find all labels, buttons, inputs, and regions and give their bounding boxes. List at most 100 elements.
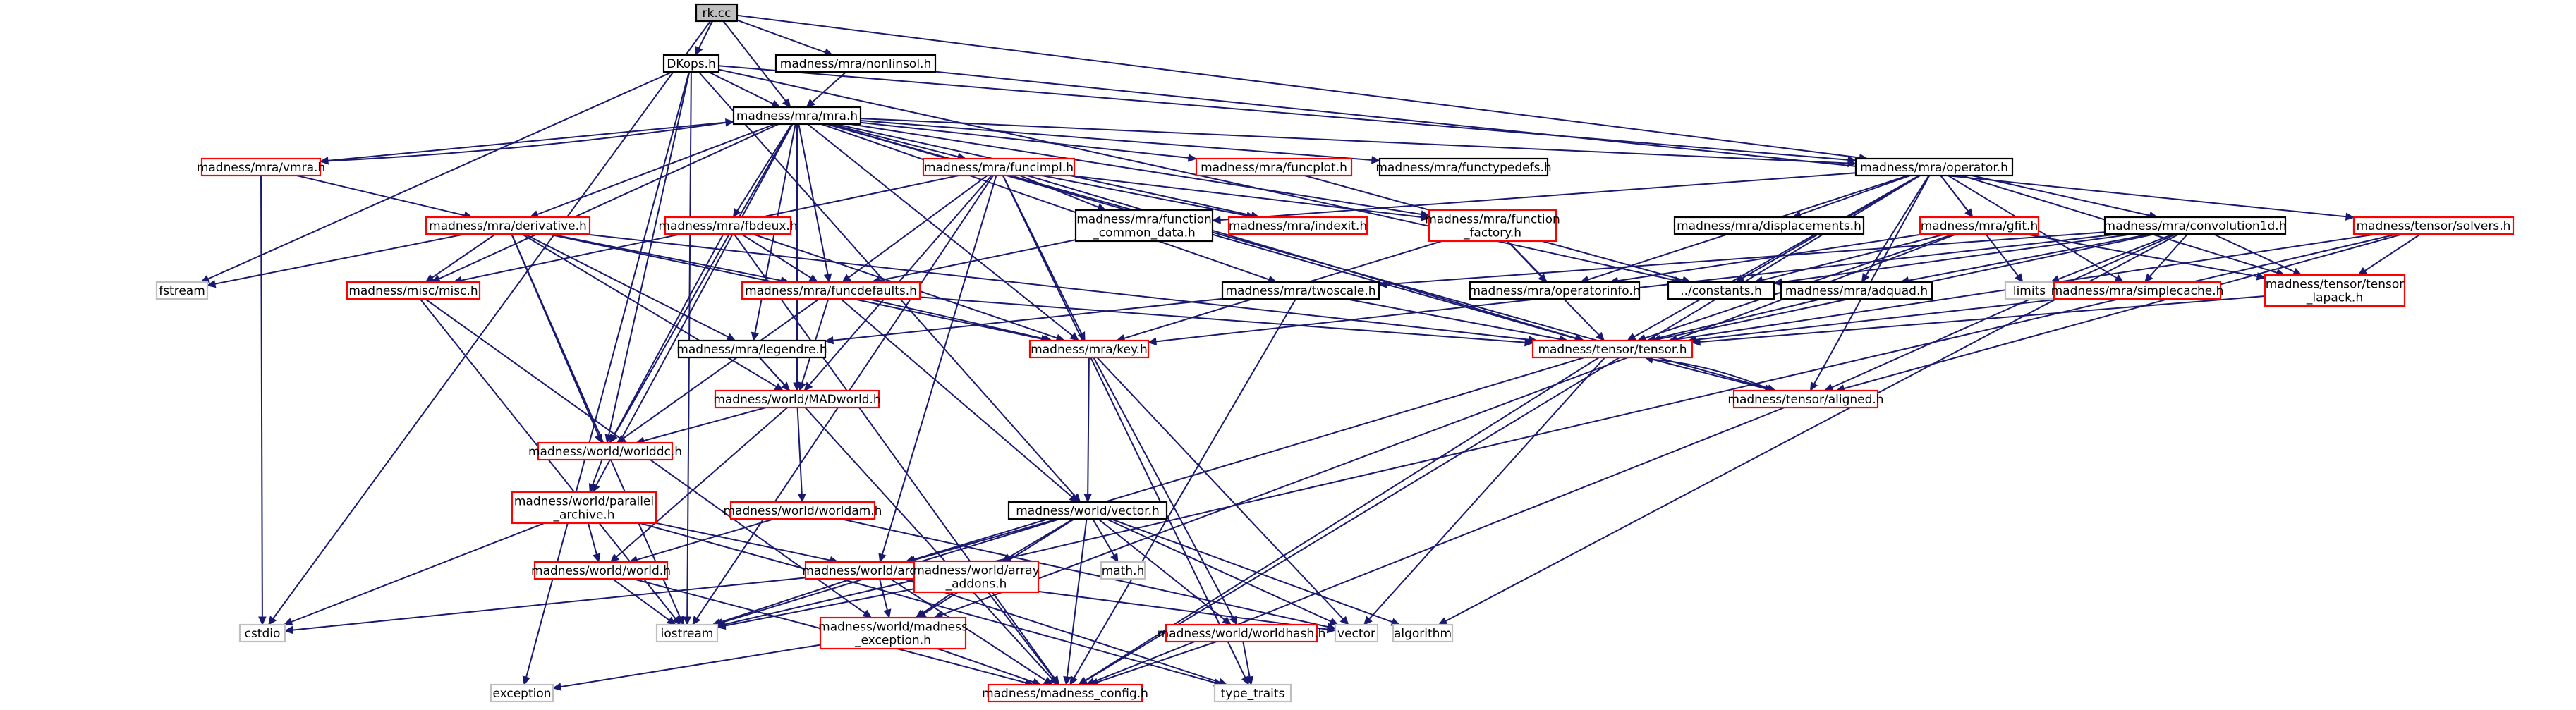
node-worldam[interactable]: madness/world/worldam.h xyxy=(724,501,882,520)
node-indexit[interactable]: madness/mra/indexit.h xyxy=(1227,216,1368,235)
node-label: madness/mra/simplecache.h xyxy=(2051,284,2224,298)
edge-mra-to-funcimpl xyxy=(830,123,967,161)
node-solvers[interactable]: madness/tensor/solvers.h xyxy=(2352,216,2515,235)
edge-conv1d-to-tensorlapack xyxy=(2213,233,2302,276)
node-label: madness/mra/vmra.h xyxy=(197,161,325,175)
edge-archive-to-cstdio xyxy=(284,577,806,635)
node-label: math.h xyxy=(1102,564,1145,578)
node-label: madness/mra/mra.h xyxy=(736,109,858,123)
edge-operator-to-funccommon xyxy=(1211,172,1857,224)
node-label: exception xyxy=(492,687,551,701)
node-funcfactory[interactable]: madness/mra/function_factory.h xyxy=(1425,209,1560,243)
edge-rk-to-mra xyxy=(722,20,791,108)
edge-conv1d-to-simplecache xyxy=(2144,233,2189,283)
edge-funcdefaults-to-vector xyxy=(840,298,1079,503)
edge-mra-to-funcplot xyxy=(860,121,1198,162)
node-label: _common_data.h xyxy=(1092,226,1196,240)
node-label: madness/world/world.h xyxy=(531,564,671,578)
node-config[interactable]: madness/madness_config.h xyxy=(982,683,1148,703)
node-label: madness/mra/adquad.h xyxy=(1785,284,1928,298)
edge-tensor-to-aligned xyxy=(1645,357,1774,393)
edge-dkops-to-exception xyxy=(522,71,690,686)
node-derivative[interactable]: madness/mra/derivative.h xyxy=(425,216,591,235)
node-label: madness/world/MADworld.h xyxy=(713,393,880,407)
node-functypedefs: madness/mra/functypedefs.h xyxy=(1375,157,1552,177)
edge-mra-to-operator xyxy=(860,118,1857,168)
node-operatorinfo: madness/mra/operatorinfo.h xyxy=(1469,281,1641,300)
node-label: madness/mra/displacements.h xyxy=(1677,219,1861,233)
node-nonlinsol: madness/mra/nonlinsol.h xyxy=(774,54,937,73)
edge-vector-to-math xyxy=(1092,518,1119,563)
node-worlddc[interactable]: madness/world/worlddc.h xyxy=(528,441,682,461)
edge-aligned-to-config xyxy=(1086,407,1785,686)
node-simplecache[interactable]: madness/mra/simplecache.h xyxy=(2051,281,2224,300)
edge-vmra-to-derivative xyxy=(296,175,473,219)
node-funcplot[interactable]: madness/mra/funcplot.h xyxy=(1195,157,1353,177)
node-label: madness/world/madness xyxy=(818,620,968,635)
edge-madworld-to-worldh xyxy=(609,407,788,563)
node-label: madness/world/worlddc.h xyxy=(528,445,682,459)
edge-twoscale-to-legendre xyxy=(824,298,1223,345)
node-exception: exception xyxy=(490,683,554,703)
node-operator: madness/mra/operator.h xyxy=(1854,157,2014,177)
edge-key-to-vectorstd xyxy=(1096,357,1349,625)
node-madexception[interactable]: madness/world/madness_exception.h xyxy=(818,616,968,650)
edge-solvers-to-aligned xyxy=(1835,233,2403,393)
node-label: madness/tensor/tensor xyxy=(2266,278,2404,292)
node-label: _archive.h xyxy=(552,508,614,522)
node-label: madness/tensor/tensor.h xyxy=(1538,343,1687,357)
node-gfit[interactable]: madness/mra/gfit.h xyxy=(1919,216,2040,235)
node-displacements: madness/mra/displacements.h xyxy=(1673,216,1865,235)
node-conv1d: madness/mra/convolution1d.h xyxy=(2104,216,2287,235)
edge-operator-to-conv1d xyxy=(1972,175,2158,220)
edge-funcimpl-to-funcfactory xyxy=(1070,175,1430,221)
node-worldh[interactable]: madness/world/world.h xyxy=(531,561,671,580)
node-iostream: iostream xyxy=(655,623,719,643)
edge-twoscale-to-tensor xyxy=(1345,298,1569,343)
node-label: madness/mra/function xyxy=(1076,213,1212,227)
node-fbdeux[interactable]: madness/mra/fbdeux.h xyxy=(658,216,798,235)
edge-rk-to-cstdio xyxy=(268,20,712,625)
edge-key-to-worldhash xyxy=(1093,357,1238,626)
node-label: madness/mra/nonlinsol.h xyxy=(780,57,931,71)
node-funcdefaults[interactable]: madness/mra/funcdefaults.h xyxy=(741,281,921,300)
node-key[interactable]: madness/mra/key.h xyxy=(1028,339,1150,359)
node-label: type_traits xyxy=(1221,687,1285,701)
node-label: rk.cc xyxy=(703,6,731,20)
node-dkops: DKops.h xyxy=(662,54,720,73)
node-label: madness/madness_config.h xyxy=(982,687,1148,701)
node-vectorstd: vector xyxy=(1334,623,1379,643)
node-madworld[interactable]: madness/world/MADworld.h xyxy=(713,389,881,409)
node-arrayaddons[interactable]: madness/world/array_addons.h xyxy=(913,560,1040,594)
node-label: madness/mra/convolution1d.h xyxy=(2104,219,2287,233)
node-tensorlapack[interactable]: madness/tensor/tensor_lapack.h xyxy=(2264,274,2406,307)
edge-parallelarchive-to-cstdio xyxy=(283,522,545,626)
node-label: vector xyxy=(1337,627,1375,641)
node-vmra[interactable]: madness/mra/vmra.h xyxy=(197,157,325,177)
node-worldhash[interactable]: madness/world/worldhash.h xyxy=(1158,623,1326,643)
node-tensor[interactable]: madness/tensor/tensor.h xyxy=(1531,339,1694,359)
edge-conv1d-to-twoscale xyxy=(1378,231,2106,288)
edge-worlddc-to-parallelarchive xyxy=(588,459,603,494)
node-adquad: madness/mra/adquad.h xyxy=(1780,281,1933,300)
node-label: madness/mra/functypedefs.h xyxy=(1375,161,1551,175)
node-fstream: fstream xyxy=(155,281,209,300)
edge-funcimpl-to-archive xyxy=(878,175,997,563)
edge-worldh-to-iostream xyxy=(612,578,676,625)
edge-vmra-to-cstdio xyxy=(258,175,267,626)
node-parallelarchive[interactable]: madness/world/parallel_archive.h xyxy=(511,491,657,525)
node-misc[interactable]: madness/misc/misc.h xyxy=(346,281,481,300)
edge-mra-to-twoscale xyxy=(821,123,1277,283)
node-label: madness/mra/derivative.h xyxy=(429,219,587,233)
node-vector: madness/world/vector.h xyxy=(1007,501,1168,520)
node-label: _exception.h xyxy=(854,634,931,648)
edge-worldhash-to-typetraits xyxy=(1242,641,1254,686)
edge-key-to-vector xyxy=(1083,357,1092,503)
node-label: limits xyxy=(2013,284,2046,298)
node-label: cstdio xyxy=(245,627,281,641)
node-label: iostream xyxy=(661,627,714,641)
edge-fbdeux-to-worlddc xyxy=(609,233,724,444)
node-funcimpl[interactable]: madness/mra/funcimpl.h xyxy=(922,157,1076,177)
edge-arrayaddons-to-madexception xyxy=(915,592,954,618)
node-aligned[interactable]: madness/tensor/aligned.h xyxy=(1727,389,1884,409)
